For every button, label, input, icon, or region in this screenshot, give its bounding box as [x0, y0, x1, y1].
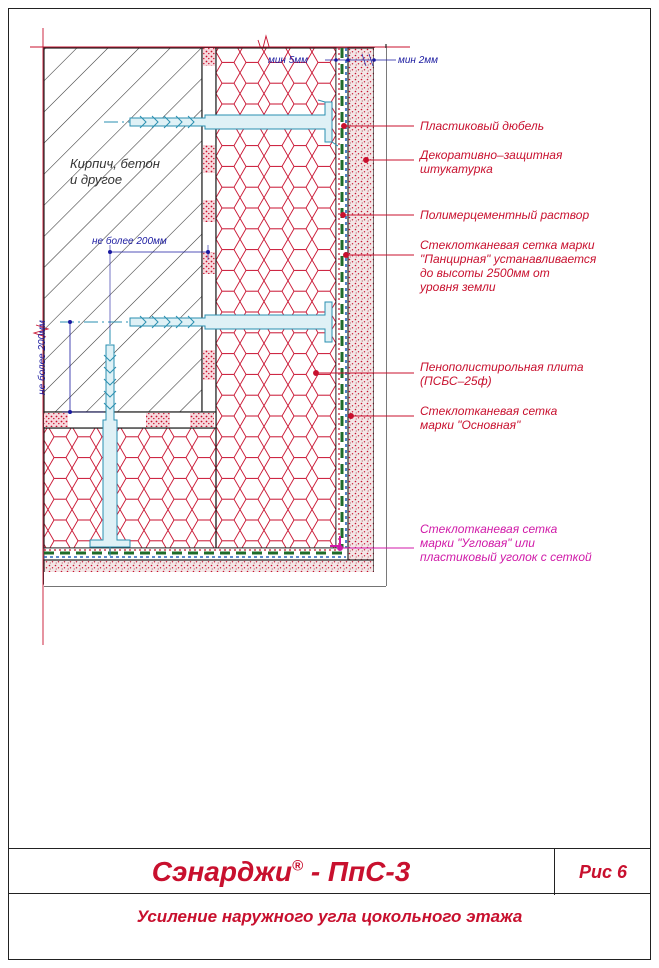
registered-mark: ® [291, 857, 304, 875]
eps-board-bottom [43, 427, 217, 549]
break-mark-left [32, 324, 50, 338]
brick-wall [43, 47, 203, 413]
page-subtitle: Усиление наружного угла цокольного этажа [136, 906, 523, 926]
callout-eps-board: Пенополистирольная плита (ПСБС–25ф) [420, 360, 584, 388]
figure-cell: Рис 6 [555, 849, 651, 895]
dim-min5-label: мин 5мм [268, 55, 308, 66]
plastic-dowel-upper [104, 99, 339, 147]
title-brand: Сэнарджи [151, 856, 292, 887]
mortar-dab [203, 48, 215, 66]
mortar-dab [203, 252, 215, 274]
callout-decorative-plaster: Декоративно–защитная штукатурка [420, 148, 563, 176]
subtitle-bar: Усиление наружного угла цокольного этажа [8, 893, 651, 939]
break-mark-top [257, 34, 271, 54]
leader-corner-mesh [337, 545, 414, 551]
dimension-spacing-vertical [62, 320, 104, 414]
callout-corner-mesh: Стеклотканевая сетка марки "Угловая" или… [420, 522, 592, 564]
drawing-sheet [8, 8, 651, 960]
figure-number: Рис 6 [578, 861, 628, 882]
decorative-plaster-vertical [347, 47, 375, 573]
wall-material-label: Кирпич, бетон и другое [70, 156, 160, 187]
plastic-dowel-vertical [89, 330, 131, 556]
title-block: Сэнарджи® - ПпС-3 Рис 6 [8, 848, 651, 895]
dimension-spacing-horizontal [108, 245, 210, 330]
page-title: Сэнарджи® - ПпС-3 [152, 856, 411, 888]
dim-min2-label: мин 2мм [398, 55, 438, 66]
title-cell: Сэнарджи® - ПпС-3 [8, 849, 555, 895]
leader-lines [313, 123, 414, 419]
title-code: - ПпС-3 [303, 856, 411, 887]
mortar-dab [203, 350, 215, 380]
dim-spacing-v-label: не более 200мм [36, 320, 48, 395]
mortar-dab [203, 145, 215, 173]
callout-armored-mesh: Стеклотканевая сетка марки "Панцирная" у… [420, 238, 597, 294]
callout-basic-mesh: Стеклотканевая сетка марки "Основная" [420, 404, 558, 432]
callout-plastic-dowel: Пластиковый дюбель [420, 119, 545, 133]
plastic-dowel-lower [60, 301, 333, 343]
dim-spacing-h-label: не более 200мм [92, 236, 167, 247]
callout-polymer-mortar: Полимерцементный раствор [420, 208, 590, 222]
dimension-min-thickness [325, 53, 396, 67]
mortar-dab [203, 200, 215, 222]
